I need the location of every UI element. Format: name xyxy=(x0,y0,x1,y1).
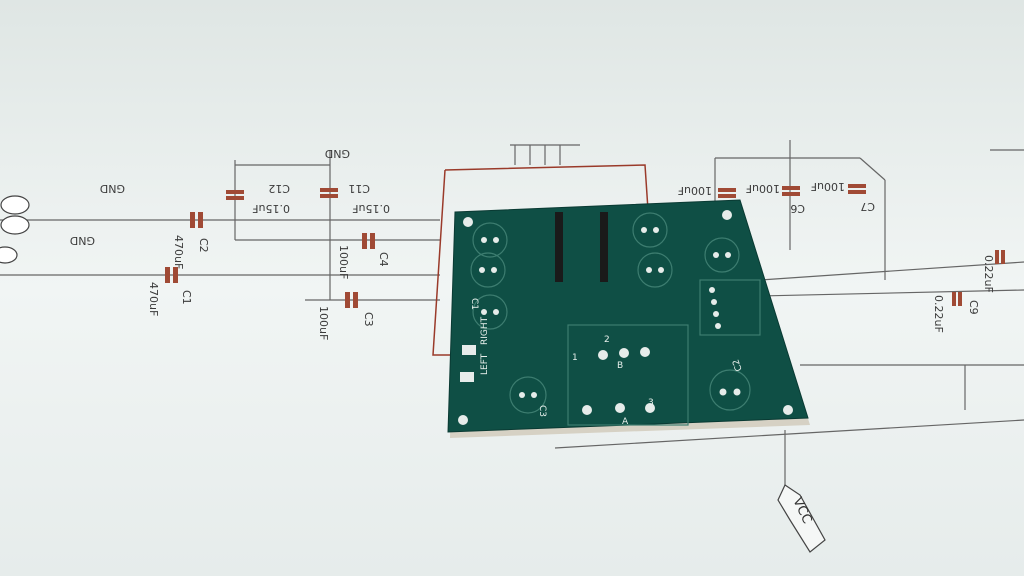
label-c11: C11 xyxy=(348,182,370,195)
pcb-label-right: RIGHT xyxy=(480,316,490,345)
label-c2: C2 xyxy=(197,238,210,253)
pcb-label-c1: C1 xyxy=(469,298,479,310)
label-c3: C3 xyxy=(362,312,375,327)
pcb-pads xyxy=(460,227,741,415)
label-c12: C12 xyxy=(268,182,290,195)
label-c9-value: 0.22uF xyxy=(932,295,945,333)
label-c1: C1 xyxy=(180,290,193,305)
label-gnd-3: GND xyxy=(70,234,95,247)
label-c12-value: 0.15uF xyxy=(252,202,290,215)
label-c10-value: 0.22uF xyxy=(982,255,995,293)
pcb-label-c3: C3 xyxy=(537,405,547,417)
left-connector-symbols xyxy=(0,195,30,264)
pcb-label-a: A xyxy=(622,417,629,427)
label-c7: C7 xyxy=(860,200,875,213)
label-c4: C4 xyxy=(377,252,390,267)
pcb-label-pin1: 1 xyxy=(572,353,578,363)
label-c6-value: 100uF xyxy=(746,182,780,195)
label-c7-value: 100uF xyxy=(811,180,845,193)
label-c3-value: 100uF xyxy=(317,306,330,340)
label-c1-value: 470uF xyxy=(147,282,160,316)
pcb-traces xyxy=(470,212,761,426)
pcb-label-pin2: 2 xyxy=(604,335,610,345)
pcb-label-left: LEFT xyxy=(480,353,490,375)
label-c2-value: 470uF xyxy=(172,235,185,269)
pcb-board: C1 C2 C3 LEFT RIGHT B A 1 2 3 xyxy=(447,199,810,438)
label-c4-value: 100uF xyxy=(337,245,350,279)
label-c5-value: 100uF xyxy=(678,184,712,197)
pin-headers xyxy=(555,212,608,282)
pcb-label-b: B xyxy=(617,361,623,371)
label-c9: C9 xyxy=(967,300,980,315)
label-c6: C6 xyxy=(790,202,805,215)
label-gnd-1: GND xyxy=(100,182,125,195)
schematic-labels: C2 470uF C1 470uF C3 100uF C4 100uF C12 … xyxy=(70,147,995,340)
capacitor-symbols xyxy=(165,184,1005,308)
pcb-label-pin3: 3 xyxy=(648,398,654,408)
label-gnd-2: GND xyxy=(325,147,350,160)
pcb-label-c2: C2 xyxy=(731,358,745,373)
label-c11-value: 0.15uF xyxy=(352,202,390,215)
mounting-holes xyxy=(458,210,793,425)
